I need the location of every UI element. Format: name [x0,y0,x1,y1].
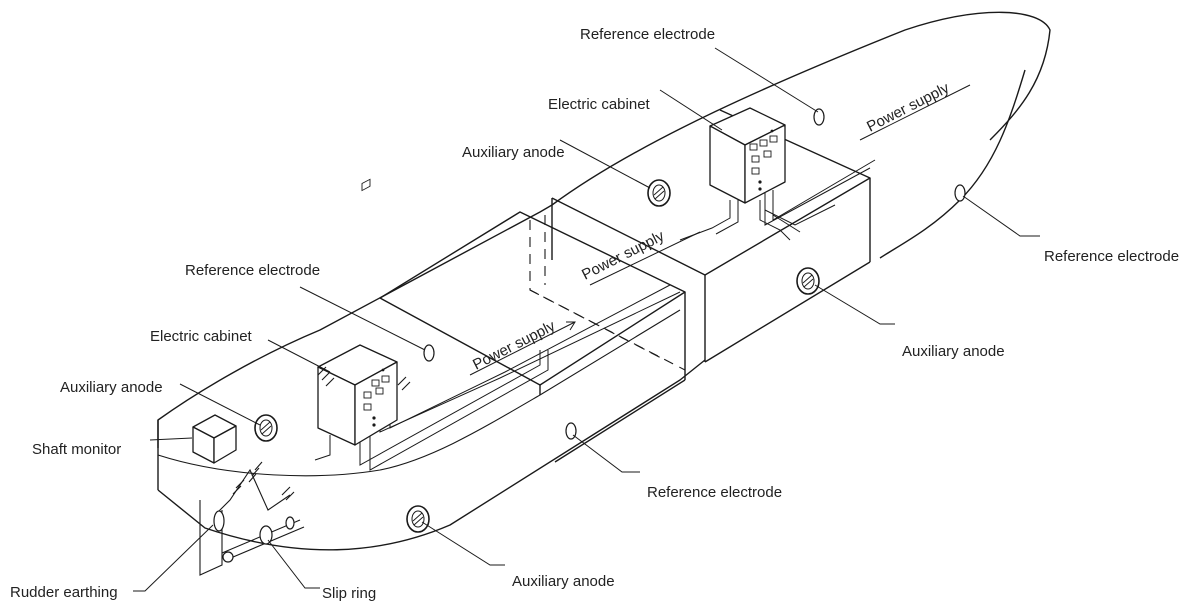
reference-electrode-1 [423,344,435,362]
label-auxiliary-anode-top: Auxiliary anode [462,144,565,161]
label-auxiliary-anode-bottom: Auxiliary anode [512,573,615,590]
label-power-supply-top: Power supply [864,79,952,135]
cargo-hold-right [551,109,871,363]
hull-keel-line [157,359,706,551]
leader-lines [133,47,1040,592]
label-power-supply-lower: Power supply [470,317,558,373]
electric-cabinet-1 [317,178,398,446]
auxiliary-anode-1 [254,414,278,442]
reference-electrode-4 [954,184,966,202]
auxiliary-anode-4 [796,267,820,295]
slip-ring-device [259,525,273,545]
label-reference-electrode-mid: Reference electrode [185,262,320,279]
hull-deck-outline [157,11,1051,448]
label-slip-ring: Slip ring [322,585,376,602]
hidden-edges [529,215,686,371]
reference-electrode-3 [813,108,825,126]
electric-cabinet-2 [709,107,786,204]
reference-electrodes [423,108,966,440]
label-electric-cabinet-mid: Electric cabinet [150,328,253,345]
label-shaft-monitor: Shaft monitor [32,441,121,458]
label-power-supply-middle: Power supply [579,227,667,283]
label-rudder-earthing: Rudder earthing [10,584,118,601]
label-reference-electrode-bottom: Reference electrode [647,484,782,501]
auxiliary-anode-3 [647,179,671,207]
label-reference-electrode-right: Reference electrode [1044,248,1179,265]
label-auxiliary-anode-left: Auxiliary anode [60,379,163,396]
shaft-monitor-box [192,414,237,464]
hull-stern-curve [157,309,681,477]
hull-bow-side [879,69,1026,259]
label-reference-electrode-top: Reference electrode [580,26,715,43]
cables [314,159,876,471]
labels: Reference electrode Electric cabinet Aux… [10,26,1179,602]
ship-hull [157,11,1051,551]
rudder-earthing-device [213,510,225,532]
label-electric-cabinet-top: Electric cabinet [548,96,651,113]
label-auxiliary-anode-right: Auxiliary anode [902,343,1005,360]
auxiliary-anode-2 [406,505,430,533]
